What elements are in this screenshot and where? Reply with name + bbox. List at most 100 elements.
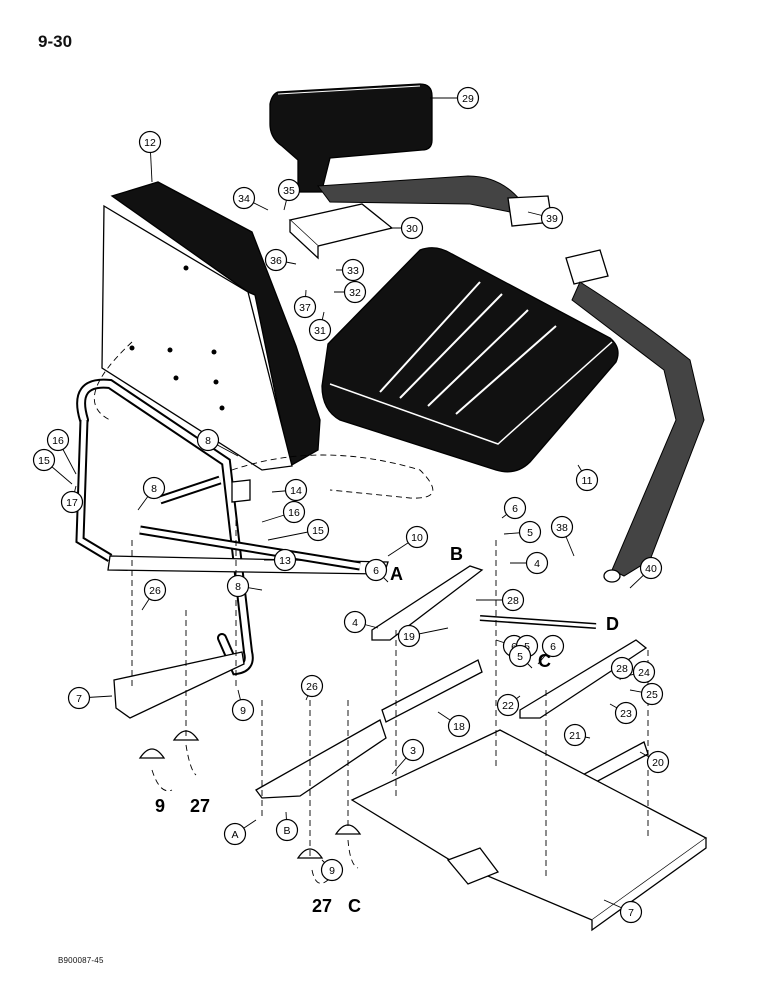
figure-code: B900087-45: [58, 956, 104, 965]
callout-circle: [541, 634, 565, 658]
callout-number: 24: [638, 667, 650, 679]
callout-4: 4: [343, 610, 367, 634]
callout-number: 28: [507, 595, 519, 607]
callout-circle: [447, 714, 471, 738]
callout-circle: [405, 525, 429, 549]
callout-number: 9: [329, 865, 335, 877]
callout-number: 5: [517, 651, 523, 663]
callout-13: 13: [273, 548, 297, 572]
callout-circle: [300, 674, 324, 698]
callout-circle: [508, 644, 532, 668]
callout-number: 3: [410, 745, 416, 757]
callout-circle: [575, 468, 599, 492]
callout-circle: [550, 515, 574, 539]
callout-circle: [343, 280, 367, 304]
callout-circle: [138, 130, 162, 154]
mounting-plate: [288, 203, 394, 260]
callout-circle: [397, 624, 421, 648]
callout-A: A: [223, 822, 247, 846]
callout-4: 4: [525, 551, 549, 575]
callout-number: 12: [144, 137, 156, 149]
callout-number: 32: [349, 287, 361, 299]
callout-number: 17: [66, 497, 78, 509]
callout-6: 6: [541, 634, 565, 658]
callout-circle: [231, 698, 255, 722]
callout-number: 15: [38, 455, 50, 467]
callout-5: 5: [518, 520, 542, 544]
reference-letter-a: A: [390, 564, 403, 584]
callout-18: 18: [447, 714, 471, 738]
callout-number: 29: [462, 93, 474, 105]
reference-letter-b: B: [450, 544, 463, 564]
callout-9: 9: [231, 698, 255, 722]
seat-frame: [75, 378, 389, 676]
callout-circle: [273, 548, 297, 572]
callout-number: 6: [512, 503, 518, 515]
callout-number: A: [231, 829, 238, 841]
callout-number: 39: [546, 213, 558, 225]
callout-circle: [60, 490, 84, 514]
callout-number: 23: [620, 708, 632, 720]
callout-number: 8: [235, 581, 241, 593]
callout-31: 31: [308, 318, 332, 342]
callout-number: 8: [151, 483, 157, 495]
callout-number: 30: [406, 223, 418, 235]
callout-number: 18: [453, 721, 465, 733]
callout-circle: [518, 520, 542, 544]
callout-number: 8: [205, 435, 211, 447]
callout-number: 21: [569, 730, 581, 742]
callout-circle: [284, 478, 308, 502]
callout-number: 14: [290, 485, 302, 497]
callout-37: 37: [293, 295, 317, 319]
callout-circle: [640, 682, 664, 706]
callout-B: B: [275, 818, 299, 842]
callout-circle: [264, 248, 288, 272]
callout-28: 28: [610, 656, 634, 680]
callout-28: 28: [501, 588, 525, 612]
callout-number: 4: [352, 617, 358, 629]
reference-letter-9: 9: [155, 796, 165, 816]
callout-circle: [401, 738, 425, 762]
callout-circle: [223, 822, 247, 846]
reference-letter-27: 27: [312, 896, 332, 916]
callout-circle: [232, 186, 256, 210]
callout-number: 31: [314, 325, 326, 337]
callout-circle: [639, 556, 663, 580]
callout-16: 16: [282, 500, 306, 524]
callout-29: 29: [456, 86, 480, 110]
callout-number: 13: [279, 555, 291, 567]
callout-number: 25: [646, 689, 658, 701]
callout-circle: [610, 656, 634, 680]
callout-32: 32: [343, 280, 367, 304]
callout-number: 6: [550, 641, 556, 653]
callout-7: 7: [619, 900, 643, 924]
callout-number: 7: [628, 907, 634, 919]
callout-circle: [293, 295, 317, 319]
callout-39: 39: [540, 206, 564, 230]
callout-circle: [632, 660, 656, 684]
callout-circle: [563, 723, 587, 747]
callout-circle: [496, 693, 520, 717]
callout-number: 16: [52, 435, 64, 447]
callout-26: 26: [143, 578, 167, 602]
callout-circle: [525, 551, 549, 575]
callout-15: 15: [32, 448, 56, 472]
callout-number: 11: [582, 475, 593, 487]
callout-circle: [308, 318, 332, 342]
callout-circle: [46, 428, 70, 452]
alignment-lines: [93, 341, 649, 884]
callout-circle: [341, 258, 365, 282]
callout-number: 22: [502, 700, 514, 712]
reference-letter-d: D: [606, 614, 619, 634]
callout-number: 34: [238, 193, 250, 205]
callout-21: 21: [563, 723, 587, 747]
callout-circle: [364, 558, 388, 582]
callout-number: 26: [149, 585, 161, 597]
page-number: 9-30: [38, 32, 73, 51]
callout-36: 36: [264, 248, 288, 272]
callout-9: 9: [320, 858, 344, 882]
callout-circle: [400, 216, 424, 240]
hinge-plates: [113, 651, 387, 799]
callout-number: 15: [312, 525, 324, 537]
